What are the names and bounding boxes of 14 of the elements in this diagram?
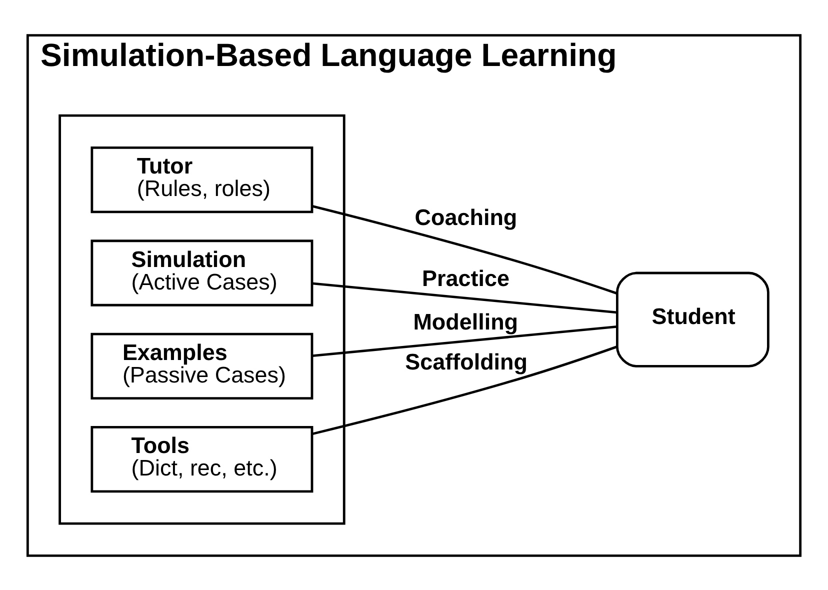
cluster: [58, 114, 346, 524]
edge-label: Coaching: [414, 204, 518, 230]
connector: [312, 204, 618, 294]
node-box: Simulation (Active Cases): [90, 239, 314, 306]
node-box: Examples (Passive Cases): [90, 332, 314, 399]
edge-label: Modelling: [413, 309, 518, 334]
node-box: Student: [616, 271, 770, 367]
node-box: Tutor (Rules, roles): [90, 146, 314, 213]
connector: [312, 345, 618, 435]
node-box: Tools (Dict, rec, etc.): [90, 426, 314, 492]
edge-label: Scaffolding: [405, 349, 528, 374]
edge-label: Practice: [422, 266, 510, 291]
connector: [312, 325, 617, 356]
connector: [312, 282, 617, 314]
